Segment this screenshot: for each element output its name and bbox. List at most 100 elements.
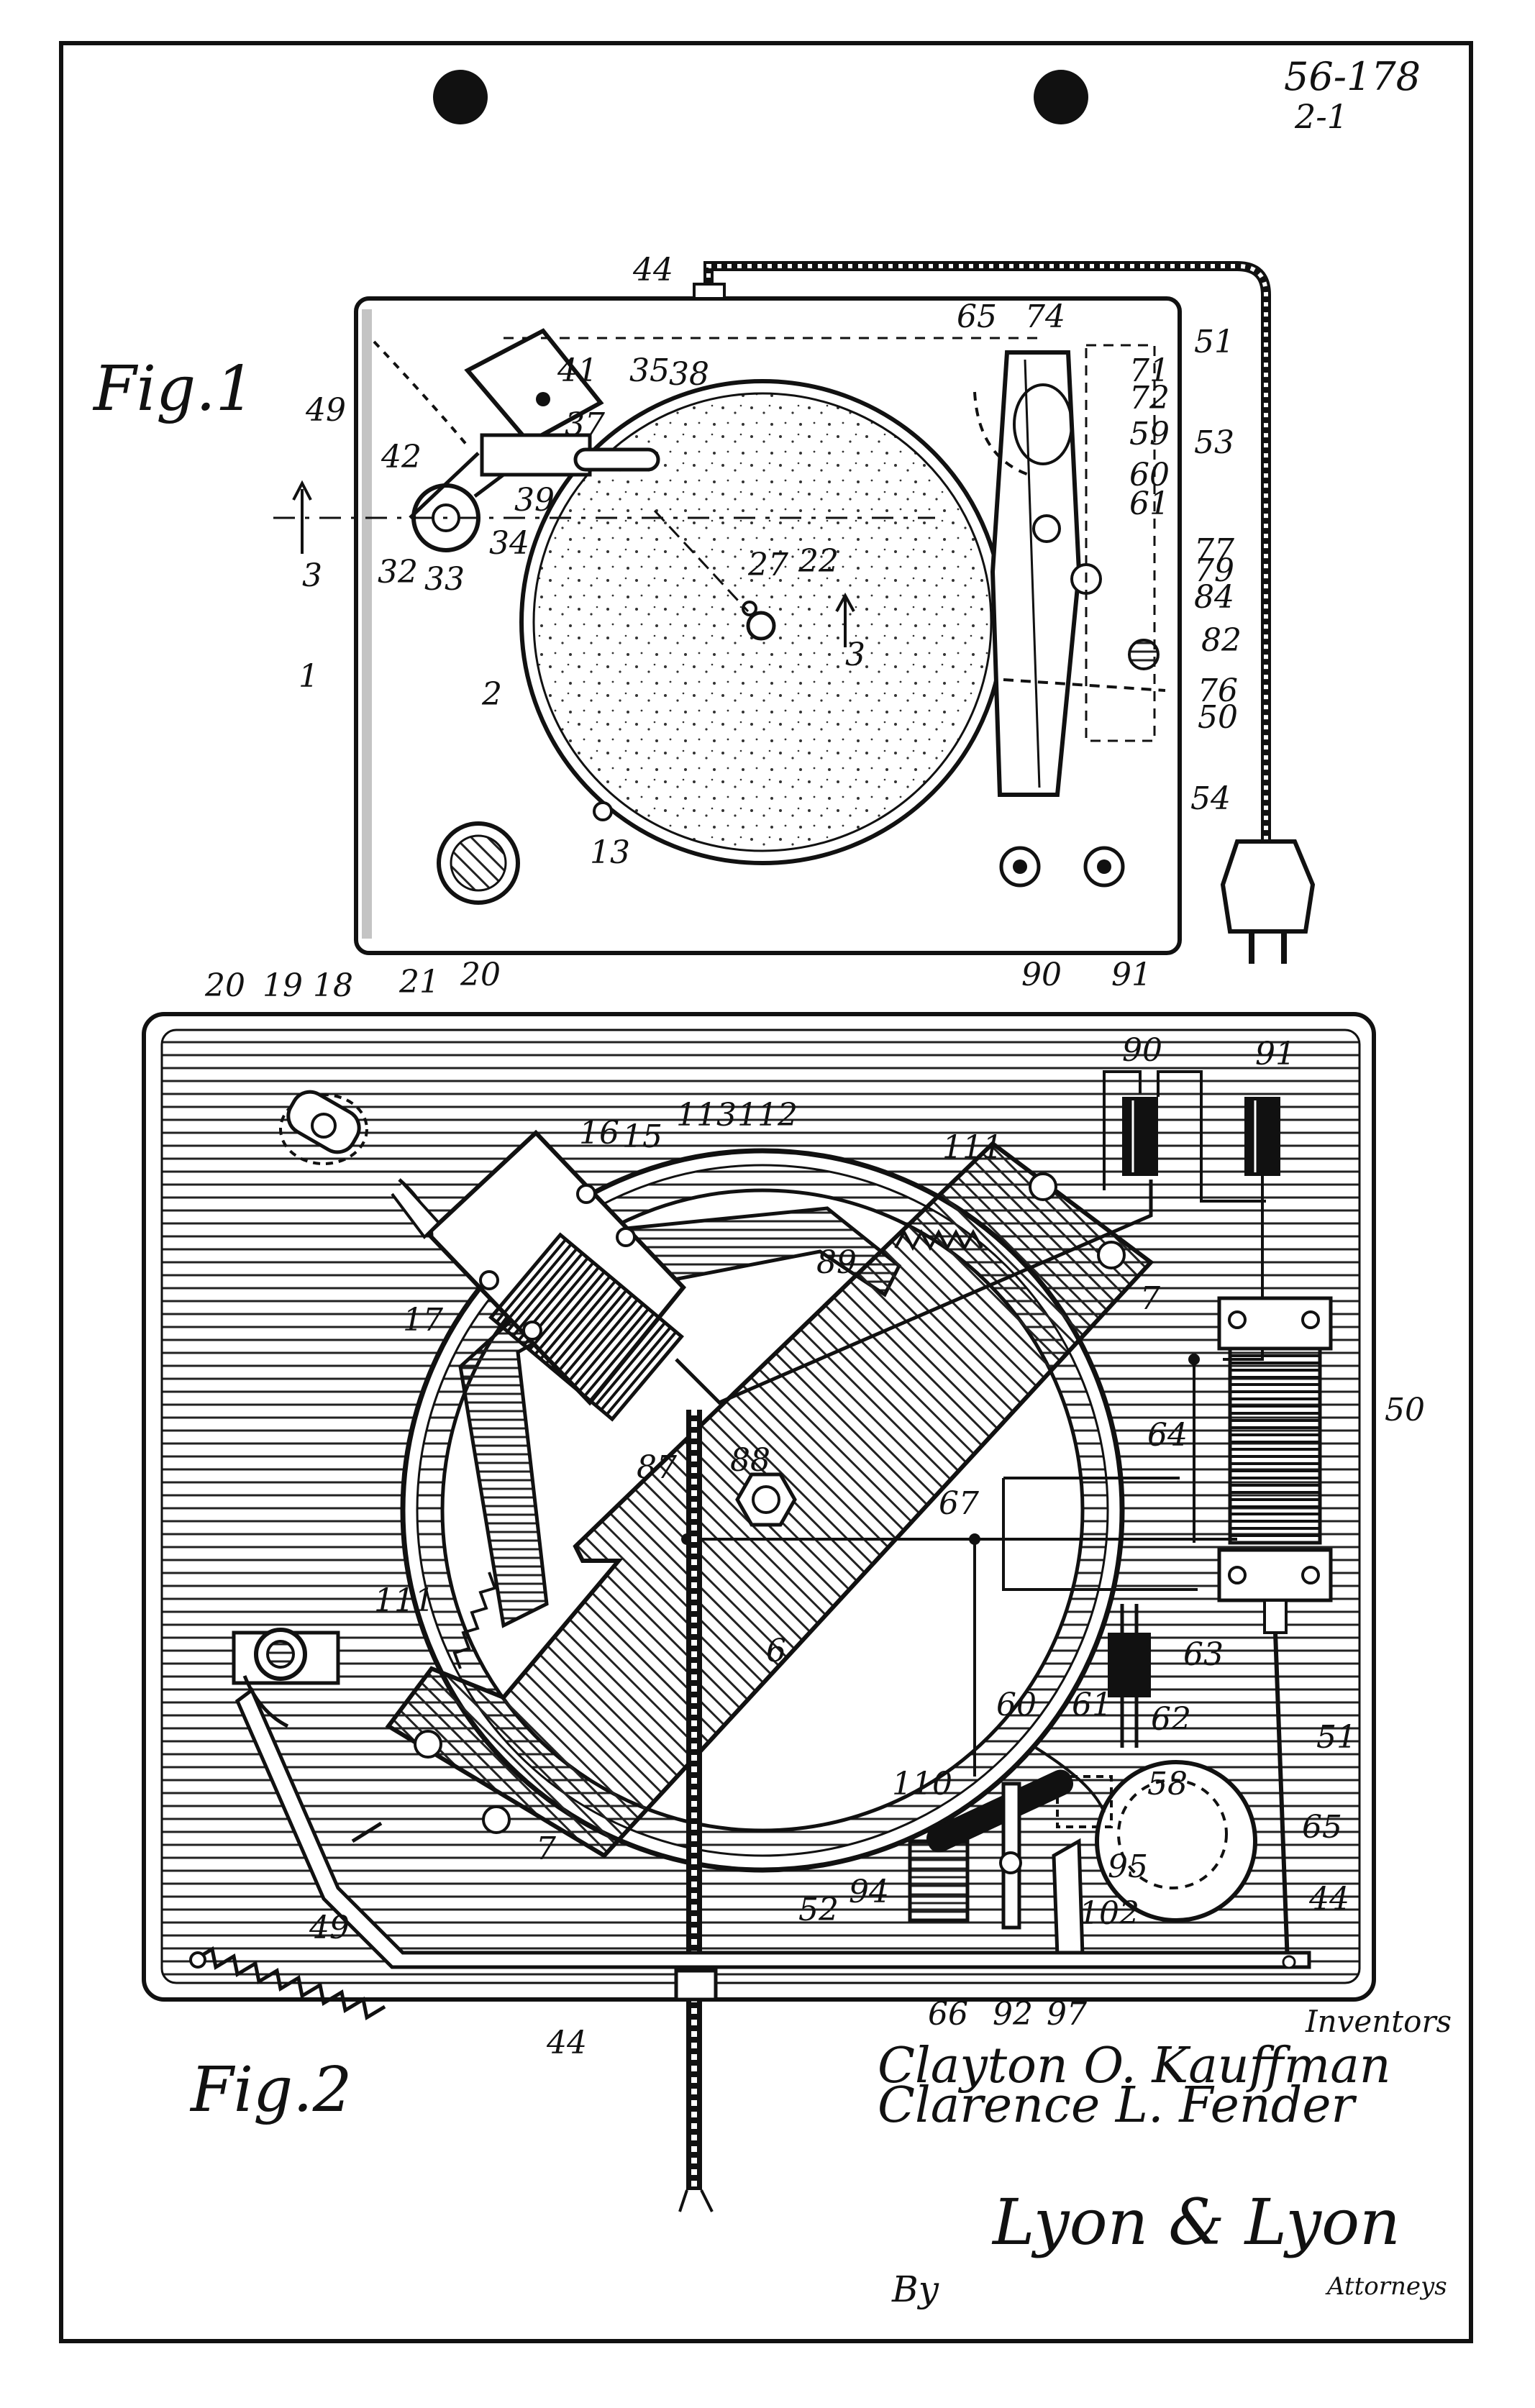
fig2-title: Fig.2: [189, 2054, 352, 2126]
fig2-label: 20: [204, 967, 245, 1004]
fig1-label: 59: [1129, 416, 1170, 452]
fig1-label: 61: [1129, 485, 1170, 522]
sheet-number: 56-178: [1284, 54, 1421, 99]
fig2-label: 91: [1255, 1036, 1295, 1072]
fig2-label: 7: [536, 1830, 556, 1867]
fig1-label: 74: [1025, 298, 1065, 335]
fig1-label: 60: [1129, 457, 1170, 493]
fig1-label: 39: [514, 482, 555, 519]
fig2-label: 62: [1151, 1701, 1191, 1738]
attorneys-caption: Attorneys: [1325, 2272, 1447, 2301]
fig1-label: 37: [565, 406, 605, 443]
fig2-label: 110: [892, 1766, 952, 1802]
fig1-label: 20: [460, 957, 501, 993]
fig2-label: 61: [1072, 1687, 1112, 1723]
fig1-label: 38: [669, 356, 709, 393]
fig2-label: 112: [737, 1097, 798, 1134]
fig2-label: 89: [816, 1244, 857, 1281]
fig1-label: 3: [845, 637, 865, 673]
fig1-label: 34: [489, 525, 529, 562]
fig1-label: 21: [398, 964, 439, 1000]
inventor-signature-1: Clayton O. Kauffman: [878, 2038, 1391, 2094]
fig1-label: 44: [632, 252, 673, 288]
fig1-label: 79: [1194, 552, 1234, 589]
fig1-label: 82: [1201, 622, 1242, 659]
fig1-switch-91: [1083, 846, 1125, 888]
signature-block: Inventors Clayton O. Kauffman Clarence L…: [878, 2004, 1452, 2310]
fig1-label: 3: [302, 557, 322, 594]
fig1-label: 49: [305, 392, 346, 429]
fig2-label: 60: [996, 1687, 1037, 1723]
by-label: By: [891, 2268, 939, 2310]
fig2-label: 17: [403, 1302, 443, 1338]
fig1-label: 33: [424, 561, 465, 598]
inventor-signature-2: Clarence L. Fender: [878, 2077, 1357, 2134]
fig1-label: 71: [1129, 352, 1170, 389]
fig1-label: 42: [381, 439, 422, 475]
fig1-title: Fig.1: [92, 353, 255, 425]
fig1-label: 76: [1198, 672, 1238, 709]
fig2-center-nut: [735, 1472, 797, 1527]
fig2-switch-90: [1122, 1097, 1158, 1176]
fig1-label: 13: [590, 834, 630, 871]
fig2-label: 19: [263, 967, 303, 1004]
fig2-label: 44: [1308, 1881, 1349, 1917]
fig2-label: 111: [374, 1582, 434, 1619]
fig2-cam-18: [279, 1090, 368, 1165]
fig1-label: 50: [1198, 699, 1238, 736]
fig2-label: 87: [637, 1449, 677, 1486]
fig1-labels: 44 49 41 35 38 37 42 39 32 33 34 3 1 2 2…: [299, 252, 1242, 1000]
fig2-label: 90: [1122, 1032, 1162, 1069]
sheet-border: [59, 41, 1473, 2343]
fig2-label: 102: [1079, 1895, 1139, 1932]
figure-1: Fig.1: [92, 252, 1316, 1000]
fig2-label: 63: [1183, 1636, 1224, 1673]
fig1-label: 27: [747, 547, 788, 583]
fig2-label: 15: [622, 1118, 662, 1155]
fig2-labels: 20 19 18 16 15 113 112 111 90 91 89 7 17…: [204, 967, 1425, 2061]
fig2-cam-disk: [1034, 1746, 1257, 1923]
fig2-label: 65: [1302, 1809, 1342, 1846]
fig2-trip-mechanism: [908, 1769, 1085, 1958]
fig1-switch-90: [999, 846, 1041, 888]
fig2-label: 51: [1316, 1719, 1357, 1756]
fig1-label: 90: [1021, 957, 1062, 993]
fig1-spindle: [746, 611, 776, 641]
fig1-knob-82: [1128, 639, 1160, 670]
fig2-label: 113: [676, 1097, 737, 1134]
fig1-label: 41: [557, 352, 598, 389]
fig2-label: 58: [1147, 1766, 1188, 1802]
fig1-label: 2: [481, 676, 502, 713]
fig1-label: 77: [1194, 532, 1234, 569]
fig1-label: 84: [1194, 579, 1234, 616]
fig2-label: 50: [1385, 1392, 1425, 1428]
sheet-subnumber: 2-1: [1294, 97, 1348, 136]
inventors-heading: Inventors: [1305, 2004, 1452, 2039]
fig2-label: 52: [798, 1892, 839, 1928]
fig2-label: 16: [579, 1115, 619, 1151]
fig2-label: 92: [993, 1996, 1033, 2033]
fig1-label: 72: [1129, 380, 1170, 416]
fig1-label: 54: [1190, 780, 1231, 817]
punch-hole-right: [1034, 70, 1088, 124]
fig1-label: 65: [957, 298, 997, 335]
fig2-label: 44: [546, 2025, 587, 2061]
fig2-solenoid: [1217, 1296, 1333, 1964]
fig1-label: 32: [378, 554, 418, 590]
fig2-label: 97: [1047, 1996, 1087, 2033]
fig1-plug: [1220, 839, 1316, 964]
attorney-signature: Lyon & Lyon: [991, 2185, 1400, 2259]
fig2-label: 94: [849, 1874, 889, 1910]
fig1-label: 1: [299, 658, 319, 695]
figure-2: 20 19 18 16 15 113 112 111 90 91 89 7 17…: [142, 967, 1425, 2212]
punch-hole-left: [433, 70, 488, 124]
fig2-linkage-44: [234, 1687, 1311, 1969]
fig1-pickup-arm: [409, 328, 660, 552]
fig2-label: 88: [730, 1442, 770, 1479]
fig2-label: 67: [939, 1485, 979, 1522]
fig2-switch-63: [1108, 1604, 1151, 1748]
fig1-label: 51: [1194, 324, 1234, 360]
fig1-label: 22: [798, 543, 839, 580]
fig2-label: 111: [942, 1129, 1003, 1166]
fig2-label: 95: [1108, 1848, 1148, 1885]
